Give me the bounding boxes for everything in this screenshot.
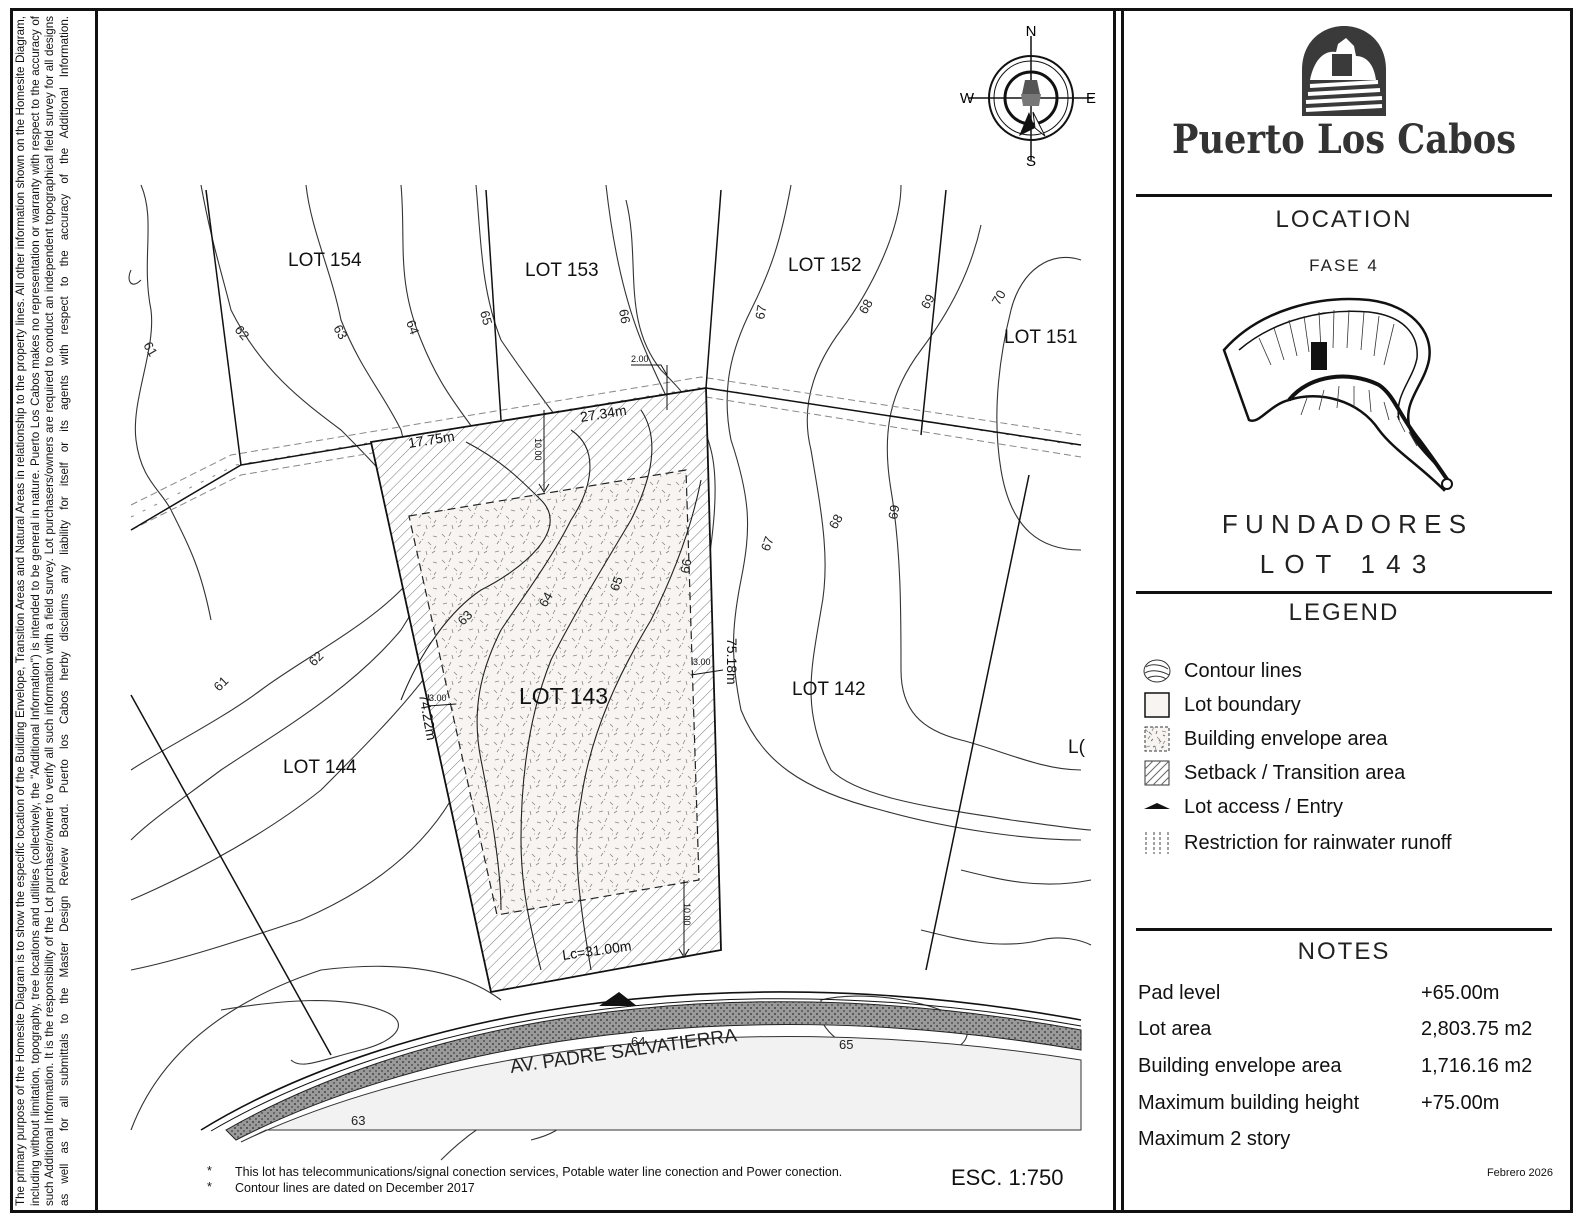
legend-label: Setback / Transition area (1184, 761, 1406, 784)
contour-label: 65 (477, 309, 495, 327)
location-key-map (1222, 297, 1453, 492)
notes-title: NOTES (1297, 938, 1391, 965)
legend-item-access: Lot access / Entry (1142, 792, 1343, 822)
lot-153-label: LOT 153 (525, 260, 599, 281)
lot-contours (400, 409, 702, 971)
contour-label: 70 (989, 287, 1009, 307)
contour-label: 66 (677, 558, 694, 575)
lot-access-arrow (599, 992, 637, 1006)
note-label: Pad level (1138, 982, 1221, 1004)
lot-number: L O T 1 4 3 (1259, 549, 1429, 579)
contour-lines-icon (1142, 657, 1172, 685)
divider (1136, 194, 1552, 197)
setback-3-00-west: 3.00 (429, 693, 447, 703)
lot-142-label: LOT 142 (792, 679, 866, 700)
legend-label: Building envelope area (1184, 727, 1388, 750)
building-envelope-icon (1142, 725, 1172, 753)
rainwater-restriction-icon (1142, 829, 1172, 857)
site-map: N S E W LOT 154 LOT 153 LOT 152 LOT 151 … (128, 23, 1096, 1190)
setback-2-00: 2.00 (631, 354, 649, 364)
dim-17-75: 17.75m (407, 428, 456, 451)
lot-143-label: LOT 143 (519, 683, 608, 709)
compass-south: S (1026, 153, 1036, 170)
note-label: Building envelope area (1138, 1055, 1342, 1077)
contour-label: 61 (140, 339, 160, 359)
compass-east: E (1086, 90, 1096, 107)
footnote-1: This lot has telecommunications/signal c… (235, 1165, 843, 1179)
lot-152-label: LOT 152 (788, 255, 862, 276)
lot-boundary-icon (1142, 691, 1172, 719)
lot-144-label: LOT 144 (283, 757, 357, 778)
brand-logo-mark (1302, 26, 1386, 116)
drawing-date: Febrero 2026 (1486, 1167, 1553, 1179)
setback-hatch-icon (1142, 759, 1172, 787)
setback-10-00-north: 10.00 (533, 438, 543, 461)
contour-label: 66 (616, 308, 633, 325)
drawing-frame (10, 8, 1573, 1213)
contour-label: 62 (306, 648, 327, 669)
setback-3-00-east: 3.00 (693, 657, 711, 667)
disclaimer-text: The primary purpose of the Homesite Diag… (14, 16, 71, 1206)
legend-label: Contour lines (1184, 659, 1302, 682)
access-arrow-icon (1142, 793, 1172, 821)
building-envelope (408, 469, 700, 916)
note-value: +65.00m (1421, 982, 1500, 1004)
note-value: 1,716.16 m2 (1421, 1055, 1533, 1077)
note-value: 2,803.75 m2 (1421, 1018, 1533, 1040)
note-label: Maximum 2 story (1138, 1128, 1291, 1150)
dim-74-22: 74.22m (416, 693, 440, 742)
brand-name: Puerto Los Cabos (1171, 116, 1517, 163)
footnote-bullet-1: * (207, 1164, 212, 1178)
legend-title: LEGEND (1288, 599, 1400, 626)
contour-label: 65 (607, 574, 626, 593)
dimension-lines (427, 364, 724, 958)
legend-label: Lot access / Entry (1184, 795, 1343, 818)
development-name: F U N D A D O R E S (1221, 509, 1467, 539)
title-block: Puerto Los Cabos LOCATION FASE 4 F U N D… (1121, 10, 1571, 1211)
contour-label: 63 (351, 1113, 365, 1128)
contour-label: 61 (211, 673, 232, 694)
contour-label: 62 (232, 322, 253, 343)
legend-label: Restriction for rainwater runoff (1184, 831, 1452, 854)
lot-154-label: LOT 154 (288, 250, 362, 271)
note-value: +75.00m (1421, 1092, 1500, 1114)
setback-10-00-south: 10.00 (682, 903, 692, 926)
footnote-bullet-2: * (207, 1180, 212, 1194)
lot-cut-label: L( (1068, 737, 1086, 758)
location-title: LOCATION (1275, 206, 1413, 233)
legend-label: Lot boundary (1184, 693, 1301, 716)
contour-label: 69 (918, 291, 938, 311)
compass-west: W (960, 90, 975, 107)
legend-item-contours: Contour lines (1142, 656, 1302, 686)
contour-label: 68 (826, 511, 846, 531)
note-label: Maximum building height (1138, 1092, 1360, 1114)
contour-label: 67 (758, 534, 777, 553)
legend-item-lot-boundary: Lot boundary (1142, 690, 1301, 720)
lot-151-label: LOT 151 (1004, 327, 1078, 348)
phase-label: FASE 4 (1309, 256, 1379, 275)
dim-75-18: 75.18m (724, 638, 740, 685)
road-avenue (200, 991, 1082, 1143)
note-label: Lot area (1138, 1018, 1212, 1040)
contour-label: 65 (839, 1037, 853, 1052)
divider (1136, 928, 1552, 931)
scale-label: ESC. 1:750 (951, 1165, 1064, 1190)
disclaimer-strip: The primary purpose of the Homesite Diag… (12, 10, 98, 1211)
site-map-panel: N S E W LOT 154 LOT 153 LOT 152 LOT 151 … (101, 10, 1116, 1211)
legend-item-rainwater: Restriction for rainwater runoff (1142, 828, 1452, 858)
contour-label: 69 (885, 504, 902, 521)
contour-label: 64 (403, 318, 422, 337)
north-arrow-compass (969, 36, 1093, 160)
contour-label: 68 (856, 296, 876, 316)
contour-label: 67 (752, 304, 769, 321)
legend-item-envelope: Building envelope area (1142, 724, 1388, 754)
divider (1136, 591, 1552, 594)
contour-label: 63 (330, 322, 350, 342)
contour-label: 64 (631, 1034, 645, 1049)
contour-label: 64 (536, 589, 556, 609)
compass-north: N (1026, 23, 1037, 40)
legend-item-setback: Setback / Transition area (1142, 758, 1405, 788)
footnote-2: Contour lines are dated on December 2017 (235, 1181, 475, 1195)
dim-27-34: 27.34m (579, 402, 628, 425)
